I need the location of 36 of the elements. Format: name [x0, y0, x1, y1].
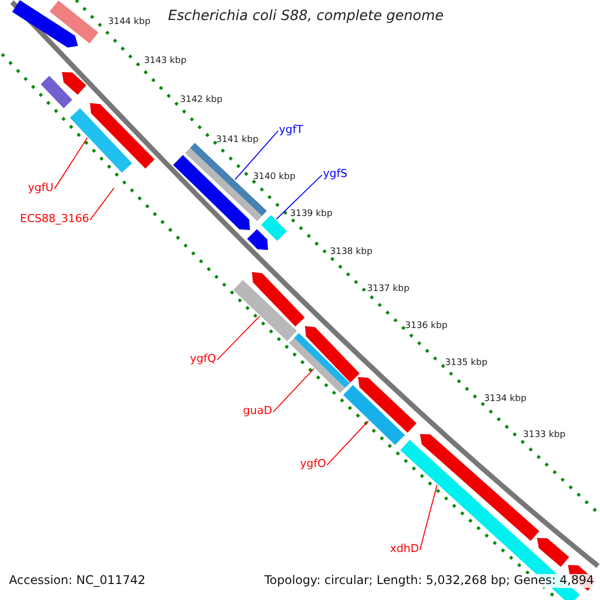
tick-label: 3142 kbp: [180, 95, 222, 106]
gene-bar: [343, 385, 405, 445]
tick-label: 3144 kbp: [108, 17, 150, 28]
gene-bar: [70, 108, 132, 173]
tick-label: 3143 kbp: [144, 56, 186, 66]
gene-label: ygfS: [323, 168, 348, 181]
footer-text: Topology: circular; Length: 5,032,268 bp; Genes: 4,894: [261, 574, 597, 588]
gene-label: ygfO: [300, 458, 326, 471]
tick-label: 3140 kbp: [253, 172, 296, 182]
gene-label: xdhD: [390, 543, 419, 556]
gene-label: ygfT: [279, 124, 304, 137]
gene-bar: [233, 280, 297, 342]
gene-label: ygfU: [28, 182, 54, 195]
leader-line: [90, 188, 114, 220]
leader-line: [216, 316, 260, 360]
leader-line: [276, 174, 322, 220]
tick-label: 3141 kbp: [216, 135, 258, 146]
tick-label: 3138 kbp: [330, 247, 372, 258]
leader-line: [234, 130, 278, 180]
tick-label: 3139 kbp: [290, 209, 332, 220]
gene-label: ECS88_3166: [20, 213, 90, 226]
leader-line: [272, 368, 314, 412]
footer-text: Accession: NC_011742: [9, 574, 146, 588]
tick-label: 3137 kbp: [367, 284, 410, 294]
tick-label: 3136 kbp: [405, 321, 448, 332]
gene-bar: [289, 333, 350, 393]
leader-line: [419, 484, 438, 550]
tick-label: 3133 kbp: [523, 430, 566, 440]
title: Escherichia coli S88, complete genome: [168, 8, 444, 24]
leader-line: [326, 420, 369, 466]
gene-bar: [261, 215, 287, 241]
gene-label: guaD: [243, 405, 272, 418]
tick-label: 3134 kbp: [484, 394, 526, 404]
leader-line: [54, 137, 88, 190]
tick-label: 3135 kbp: [445, 358, 488, 368]
gene-label: ygfQ: [190, 353, 216, 366]
